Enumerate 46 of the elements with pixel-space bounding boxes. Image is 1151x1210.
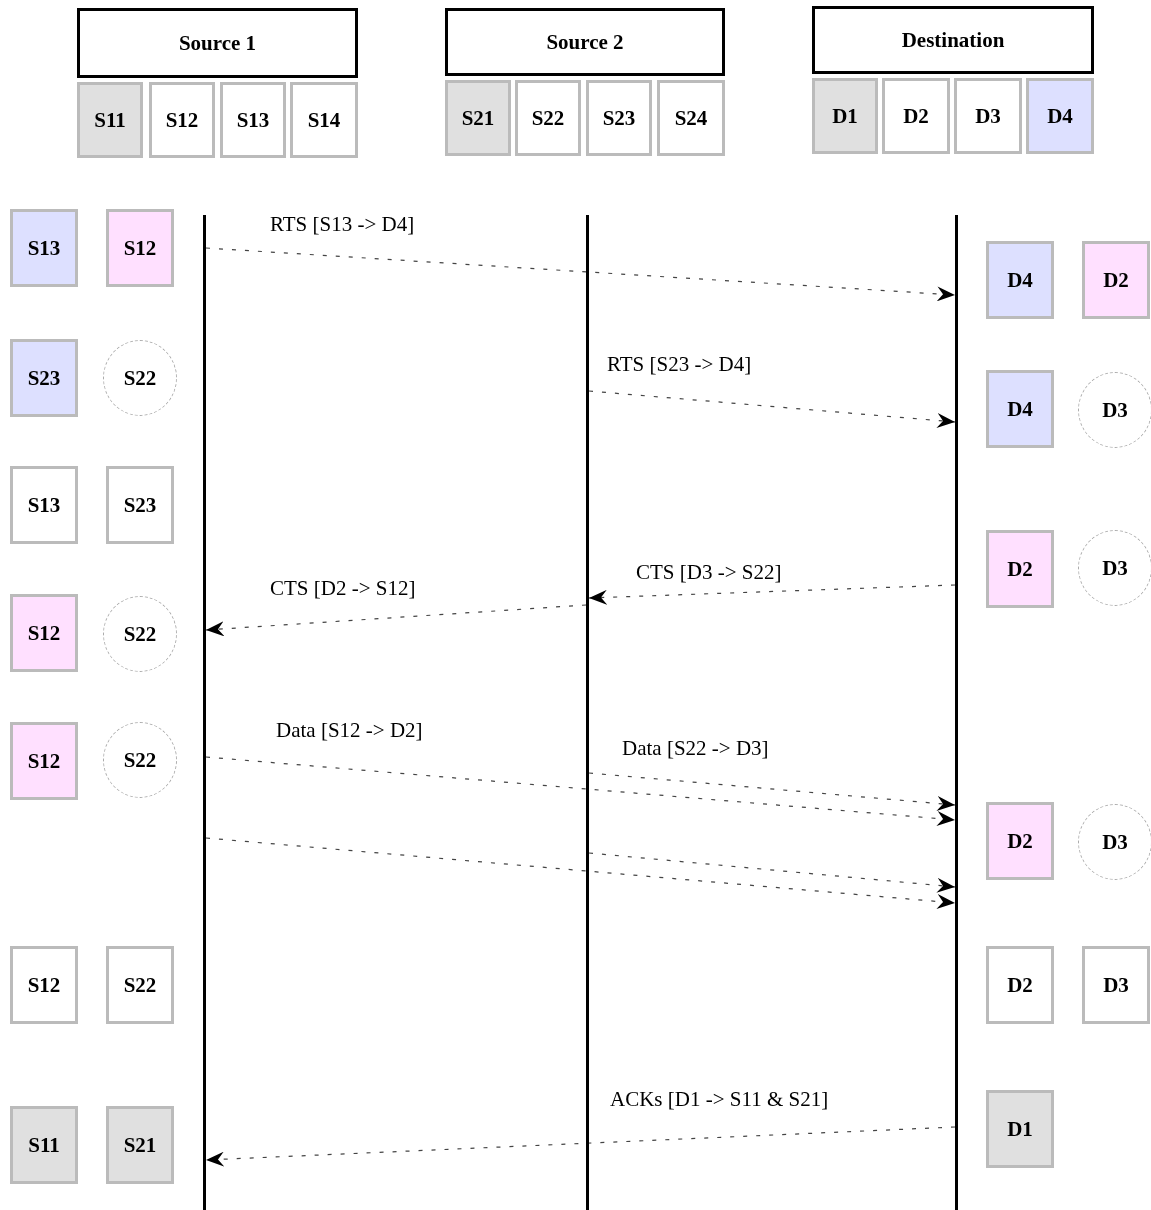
slot-tile: D2 bbox=[986, 530, 1054, 608]
slot-tile: S12 bbox=[106, 209, 174, 287]
arrow bbox=[205, 604, 587, 637]
entity-header: Source 2 bbox=[445, 8, 725, 76]
arrow bbox=[205, 247, 956, 302]
arrow bbox=[205, 1126, 956, 1167]
arrow bbox=[588, 772, 956, 811]
slot-tile: S23 bbox=[10, 339, 78, 417]
slot-cell: S12 bbox=[149, 82, 215, 158]
arrow bbox=[205, 756, 956, 826]
arrow bbox=[588, 584, 956, 605]
slot-cell: S24 bbox=[657, 80, 725, 156]
slot-cell: S21 bbox=[445, 80, 511, 156]
slot-tile: S12 bbox=[10, 722, 78, 800]
slot-tile: D4 bbox=[986, 241, 1054, 319]
slot-cell: S23 bbox=[586, 80, 652, 156]
slot-tile: S13 bbox=[10, 209, 78, 287]
slot-cell: D2 bbox=[882, 78, 950, 154]
entity-header: Source 1 bbox=[77, 8, 358, 78]
arrow bbox=[205, 837, 956, 909]
slot-tile: S11 bbox=[10, 1106, 78, 1184]
slot-cell: D1 bbox=[812, 78, 878, 154]
slot-tile: S21 bbox=[106, 1106, 174, 1184]
slot-tile: S23 bbox=[106, 466, 174, 544]
slot-tile: S22 bbox=[106, 946, 174, 1024]
lifeline bbox=[203, 215, 206, 1210]
lifeline bbox=[955, 215, 958, 1210]
slot-tile: D2 bbox=[986, 802, 1054, 880]
slot-tile: S12 bbox=[10, 946, 78, 1024]
slot-tile: D1 bbox=[986, 1090, 1054, 1168]
slot-tile: S13 bbox=[10, 466, 78, 544]
lifeline bbox=[586, 215, 589, 1210]
entity-header: Destination bbox=[812, 6, 1094, 74]
slot-cell: S13 bbox=[220, 82, 286, 158]
slot-cell: S22 bbox=[515, 80, 581, 156]
slot-cell: D4 bbox=[1026, 78, 1094, 154]
slot-tile: D2 bbox=[986, 946, 1054, 1024]
slot-tile: D2 bbox=[1082, 241, 1150, 319]
arrow bbox=[588, 390, 956, 428]
slot-tile: D4 bbox=[986, 370, 1054, 448]
arrow bbox=[588, 852, 956, 893]
slot-tile: D3 bbox=[1082, 946, 1150, 1024]
slot-cell: S11 bbox=[77, 82, 143, 158]
slot-cell: S14 bbox=[290, 82, 358, 158]
slot-cell: D3 bbox=[954, 78, 1022, 154]
slot-tile: S12 bbox=[10, 594, 78, 672]
